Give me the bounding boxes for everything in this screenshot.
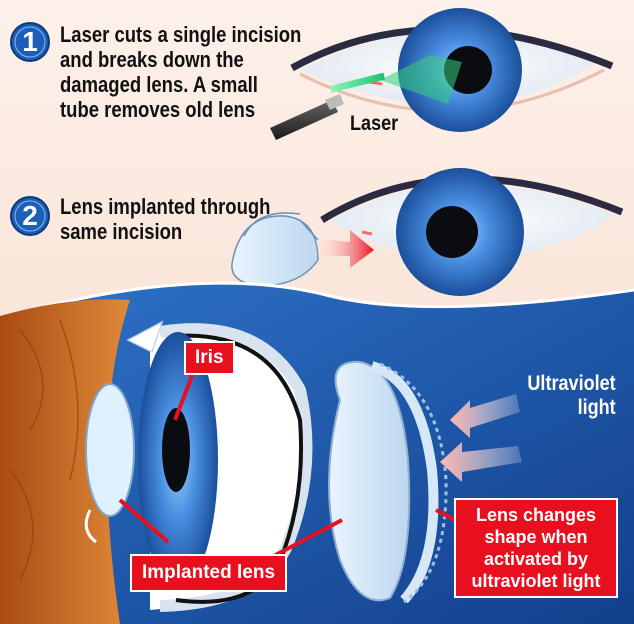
step-1-number: 1 <box>22 26 38 57</box>
step-1-text: Laser cuts a single incision and breaks … <box>60 22 301 122</box>
step-2-line-2: same incision <box>60 219 183 244</box>
laser-label: Laser <box>350 112 399 135</box>
step-1-line-2: and breaks down the <box>60 47 244 72</box>
laser-probe <box>270 100 338 140</box>
lens-changes-line-3: activated by <box>483 549 589 569</box>
insertion-arrow <box>310 230 374 268</box>
step-2-number: 2 <box>22 200 38 231</box>
uv-arrow-2 <box>440 442 522 482</box>
step-1-badge: 1 <box>10 22 50 62</box>
step-2-text: Lens implanted through same incision <box>60 194 270 244</box>
lens-changes-line-1: Lens changes <box>475 505 597 525</box>
lens-illustration <box>328 360 448 604</box>
pupil-1 <box>444 46 492 94</box>
ultraviolet-line-2: light <box>577 396 616 419</box>
pupil-2 <box>426 206 478 258</box>
lens-changes-callout: Lens changes shape when activated by ult… <box>456 500 616 596</box>
circle-icon <box>10 22 50 62</box>
ultraviolet-line-1: Ultraviolet <box>527 372 616 395</box>
eye-diagram-1 <box>270 8 614 140</box>
iris-callout: Iris <box>186 343 233 373</box>
step-1-line-3: damaged lens. A small <box>60 72 258 97</box>
circle-icon <box>10 196 50 236</box>
leader-lines <box>118 375 471 560</box>
step-2-badge: 2 <box>10 196 50 236</box>
eye-diagram-2 <box>231 168 624 296</box>
pupil-cross-section <box>162 408 190 492</box>
cornea <box>85 383 135 517</box>
step-2-line-1: Lens implanted through <box>60 194 271 219</box>
lens-changes-line-2: shape when <box>484 527 588 547</box>
step-1-line-1: Laser cuts a single incision <box>60 22 302 47</box>
ultraviolet-label: Ultraviolet light <box>528 372 616 420</box>
laser-beam <box>330 72 386 93</box>
lens-changes-line-4: ultraviolet light <box>471 571 601 591</box>
step-1-line-4: tube removes old lens <box>60 97 256 122</box>
uv-arrow-1 <box>450 394 520 438</box>
implanted-lens-callout: Implanted lens <box>132 556 286 590</box>
